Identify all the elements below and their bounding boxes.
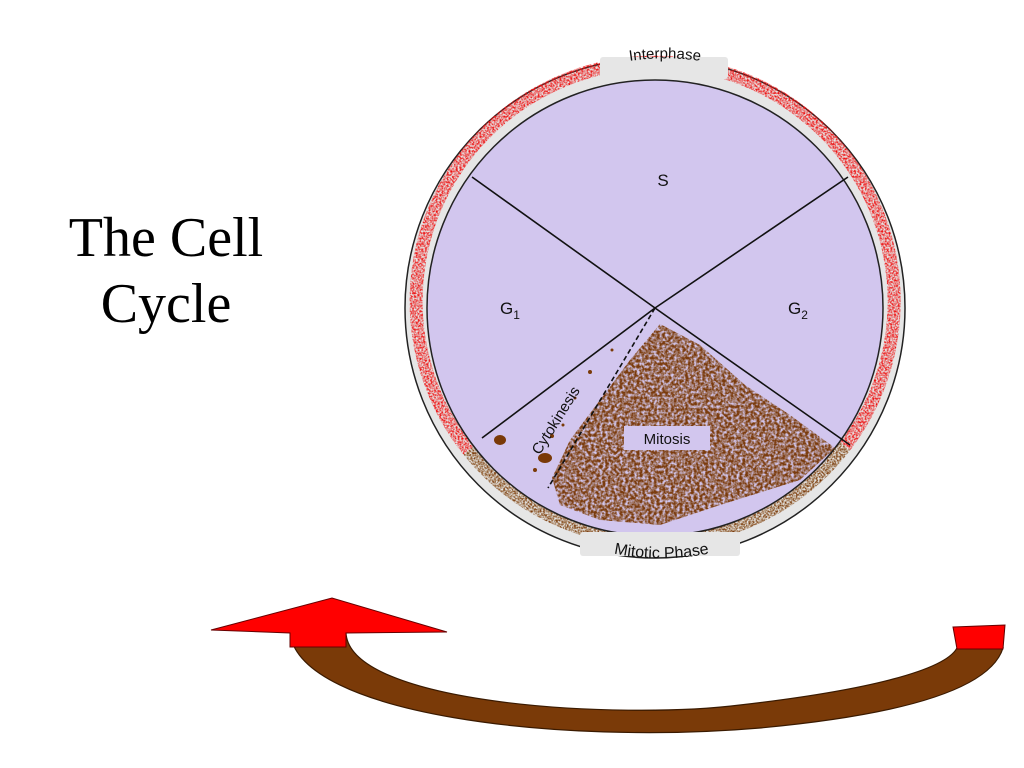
interphase-label-bg [600,57,728,79]
s-phase-label: S [657,171,668,190]
mitosis-label-box [624,426,710,450]
cycle-arrow-body [289,632,1004,734]
sector-dividers [471,176,851,489]
title-line-2: Cycle [100,273,232,335]
g2-label: G2 [788,299,808,322]
mitotic-phase-label: Mitotic Phase [613,541,710,563]
cycle-arrow-head [210,597,448,648]
interphase-label: Interphase [628,45,702,65]
slide-title: The Cell Cycle [30,205,302,337]
mitosis-mass [552,324,835,525]
title-line-1: The Cell [68,207,264,269]
mitotic-label-bg [580,532,740,556]
g1-label: G1 [500,299,520,322]
cytokinesis-marks [494,348,614,472]
mitosis-label: Mitosis [644,431,691,448]
cycle-arrow-tail [952,624,1006,650]
